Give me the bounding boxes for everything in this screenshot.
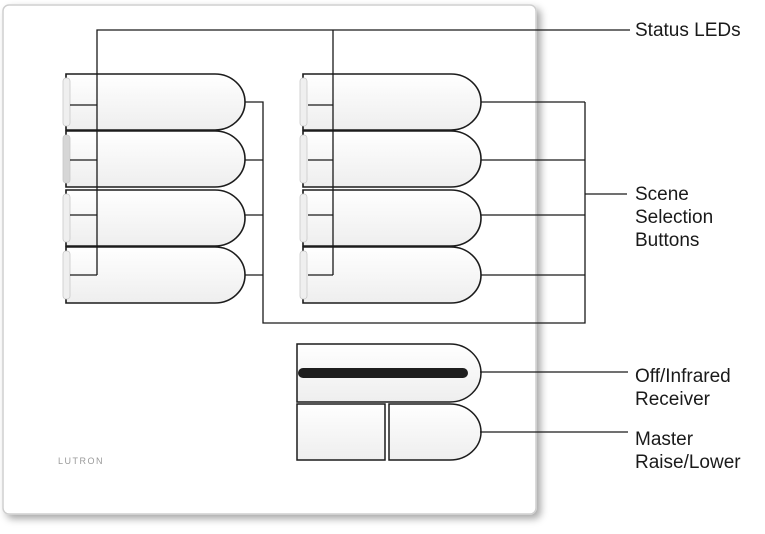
scene-selection-label-line: Buttons (635, 229, 713, 252)
right-scene-button-2[interactable] (303, 131, 481, 187)
brand-logo-text: LUTRON (58, 456, 104, 466)
left-status-led-4 (63, 251, 70, 299)
right-status-led-4 (300, 251, 307, 299)
left-scene-button-1[interactable] (66, 74, 245, 130)
master-raise-lower-label-line: Raise/Lower (635, 451, 741, 474)
status-leds-label: Status LEDs (635, 19, 741, 42)
master-raise-lower-label: Master Raise/Lower (635, 428, 741, 474)
left-status-led-2 (63, 135, 70, 183)
right-scene-button-3[interactable] (303, 190, 481, 246)
right-scene-button-1[interactable] (303, 74, 481, 130)
scene-selection-label: Scene Selection Buttons (635, 183, 713, 252)
left-scene-button-2[interactable] (66, 131, 245, 187)
right-status-led-2 (300, 135, 307, 183)
left-status-led-3 (63, 194, 70, 242)
off-infrared-label-line: Receiver (635, 388, 731, 411)
left-status-led-1 (63, 78, 70, 126)
scene-selection-label-line: Selection (635, 206, 713, 229)
right-status-led-3 (300, 194, 307, 242)
left-scene-button-3[interactable] (66, 190, 245, 246)
master-raise-lower-label-line: Master (635, 428, 741, 451)
master-raise-button[interactable] (389, 404, 481, 460)
off-infrared-label: Off/Infrared Receiver (635, 365, 731, 411)
infrared-receiver-bar (298, 368, 468, 378)
right-status-led-1 (300, 78, 307, 126)
master-lower-button[interactable] (297, 404, 385, 460)
off-infrared-label-line: Off/Infrared (635, 365, 731, 388)
scene-selection-label-line: Scene (635, 183, 713, 206)
